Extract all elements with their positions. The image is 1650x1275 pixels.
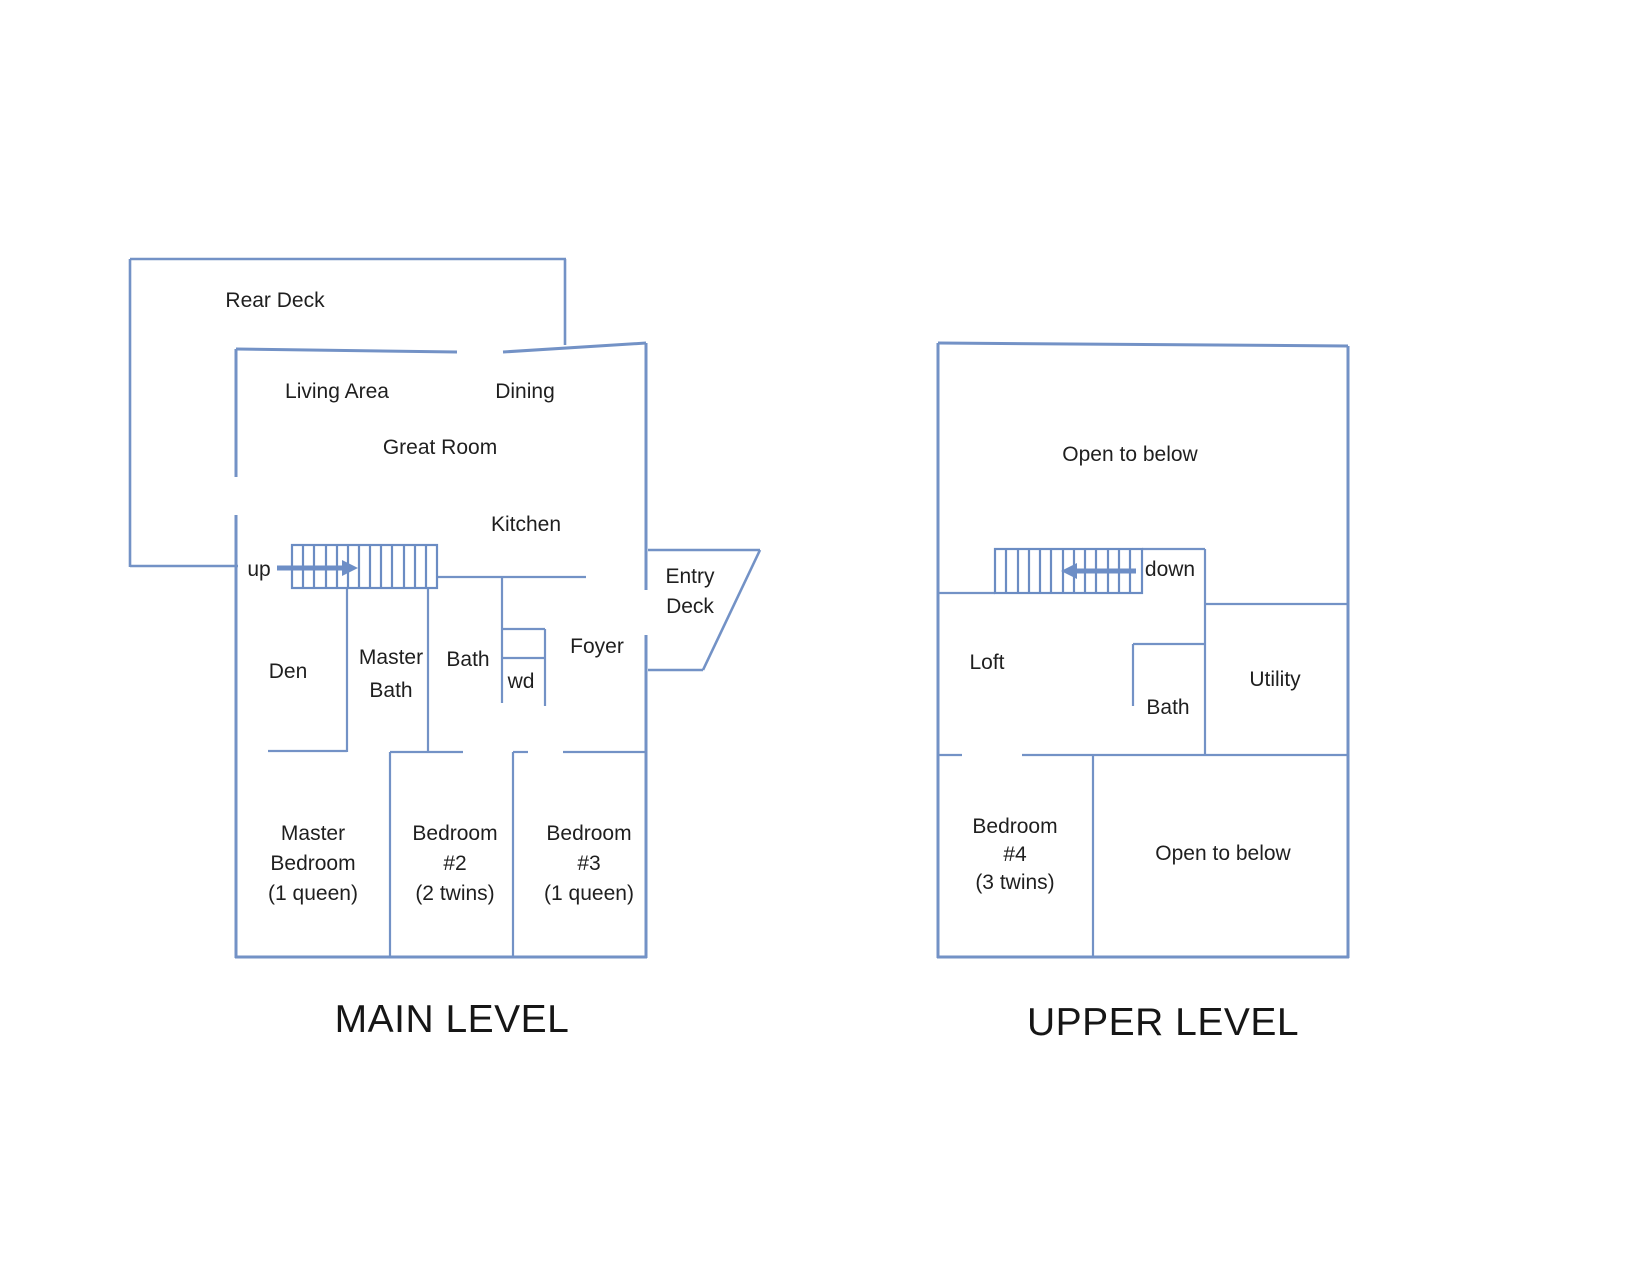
room-label-living-area: Living Area: [285, 380, 389, 403]
room-label-bedroom4-line1: Bedroom: [972, 815, 1058, 838]
room-label-master-bedroom-line1: Master: [280, 822, 346, 845]
up-arrow-head: [342, 560, 358, 576]
room-label-bedroom4-line3: (3 twins): [975, 871, 1055, 894]
room-label-master-bath-line1: Master: [358, 646, 424, 669]
room-label-loft: Loft: [969, 651, 1005, 674]
main-interior-walls: [268, 575, 646, 957]
room-label-bedroom2-line3: (2 twins): [415, 882, 495, 905]
room-label-entry-deck-line2: Deck: [666, 595, 714, 618]
room-label-rear-deck: Rear Deck: [225, 289, 325, 312]
room-label-great-room: Great Room: [382, 436, 498, 459]
room-label-bedroom3-line1: Bedroom: [546, 822, 632, 845]
room-label-den: Den: [268, 660, 308, 683]
room-label-master-bedroom-line2: Bedroom: [270, 852, 356, 875]
down-arrow-head: [1061, 563, 1077, 579]
room-label-bedroom2-line2: #2: [443, 852, 467, 875]
room-label-dining: Dining: [495, 380, 555, 403]
upper-stairs-outline: [993, 547, 1144, 595]
room-label-entry-deck: Entry Deck: [665, 562, 714, 622]
rear-deck-outline: [128, 257, 567, 568]
room-label-bedroom2-line1: Bedroom: [412, 822, 498, 845]
room-label-entry-deck-line1: Entry: [665, 565, 715, 588]
upper-interior-walls: [938, 547, 1348, 957]
down-arrow: [1061, 563, 1136, 579]
entry-deck-outline: [648, 548, 762, 672]
main-house-exterior: [234, 341, 648, 959]
room-label-bedroom3-line3: (1 queen): [544, 882, 634, 905]
room-label-master-bedroom: Master Bedroom (1 queen): [268, 819, 358, 909]
stairs-direction-label-up: up: [247, 558, 271, 581]
room-label-master-bath-line2: Bath: [369, 679, 413, 702]
wall-entry-deck-diagonal: [701, 549, 762, 671]
room-label-open-to-below-bottom: Open to below: [1155, 842, 1291, 865]
wall-upper-top: [937, 341, 1349, 348]
room-label-wd: wd: [507, 670, 535, 693]
room-label-bedroom4: Bedroom #4 (3 twins): [972, 813, 1057, 897]
room-label-bedroom2: Bedroom #2 (2 twins): [412, 819, 497, 909]
room-label-foyer: Foyer: [570, 635, 624, 658]
room-label-master-bath: Master Bath: [359, 641, 423, 707]
room-label-upper-bath: Bath: [1146, 696, 1190, 719]
room-label-bedroom3: Bedroom #3 (1 queen): [544, 819, 634, 909]
upper-house-exterior: [936, 341, 1350, 959]
room-label-master-bedroom-line3: (1 queen): [268, 882, 358, 905]
main-level-title: MAIN LEVEL: [334, 998, 570, 1041]
room-label-bedroom3-line2: #3: [577, 852, 601, 875]
room-label-bath: Bath: [446, 648, 490, 671]
up-arrow: [277, 560, 358, 576]
wall-main-top-right-segment: [502, 341, 647, 354]
room-label-open-to-below-top: Open to below: [1062, 443, 1198, 466]
wall-main-top-left-segment: [235, 347, 458, 354]
room-label-kitchen: Kitchen: [490, 513, 562, 536]
room-label-bedroom4-line2: #4: [1003, 843, 1027, 866]
upper-level-title: UPPER LEVEL: [1026, 1001, 1300, 1044]
room-label-utility: Utility: [1249, 668, 1301, 691]
stairs-direction-label-down: down: [1144, 558, 1196, 581]
